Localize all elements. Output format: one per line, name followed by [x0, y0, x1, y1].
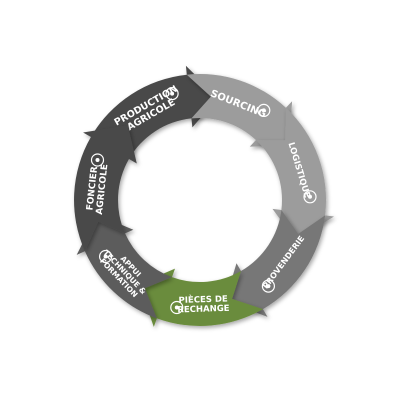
segment-appui-arrow — [76, 214, 172, 319]
segment-pieces-label-line: RECHANGE — [177, 304, 230, 316]
segment-pieces-label-line: PIÈCES DE — [178, 292, 228, 306]
animal-feed-icon — [261, 279, 275, 293]
segment-production: PRODUCTIONAGRICOLE — [90, 65, 219, 159]
land-plot-icon — [90, 153, 105, 167]
segment-foncier-arrow — [74, 125, 137, 252]
segment-provenderie: PROVENDERIE — [225, 210, 326, 317]
tools-icon — [170, 300, 184, 315]
segment-sourcing-arrow — [186, 74, 293, 147]
segment-production-arrow — [90, 65, 219, 159]
tractor-icon — [165, 86, 179, 101]
segment-foncier-label-line: FONCIER — [85, 166, 100, 211]
technician-icon — [98, 249, 113, 264]
segment-pieces-arrow — [138, 268, 263, 327]
segment-pieces: PIÈCES DERECHANGE — [138, 268, 263, 327]
segment-provenderie-arrow — [225, 210, 326, 317]
segment-foncier: FONCIERAGRICOLE — [74, 125, 137, 252]
segment-pieces-label: PIÈCES DERECHANGE — [177, 292, 230, 315]
segment-logistique: LOGISTIQUE — [255, 107, 334, 241]
segment-sourcing: SOURCING — [186, 74, 293, 147]
truck-icon — [303, 190, 317, 204]
segment-logistique-arrow — [255, 107, 334, 241]
gear-cart-icon — [257, 103, 271, 118]
